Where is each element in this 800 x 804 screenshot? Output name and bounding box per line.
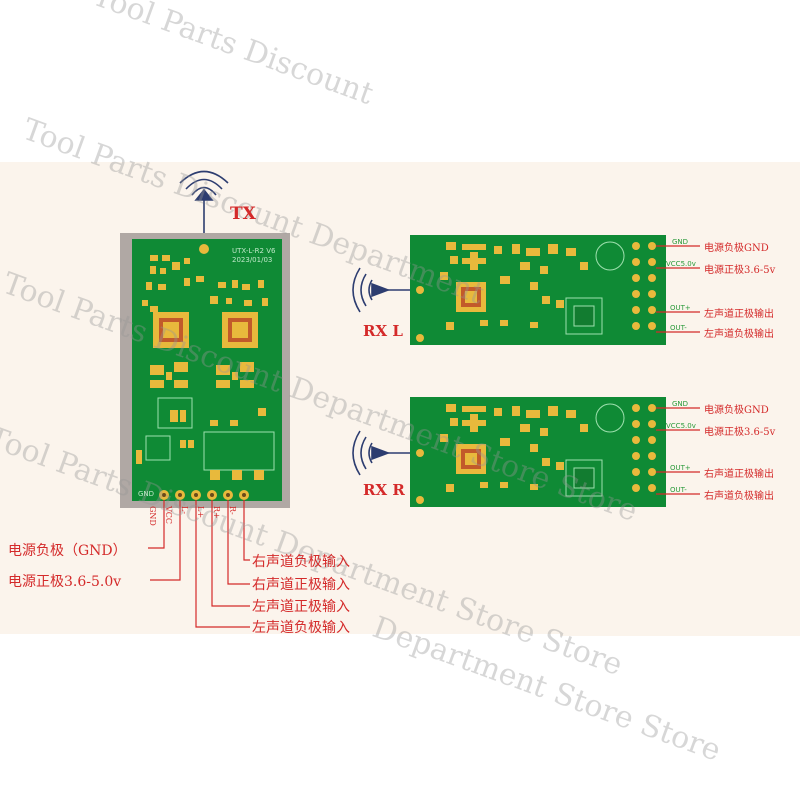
rx1-antenna-icon [352,267,414,313]
rx2-label: RX R [363,481,405,499]
tx-label: TX [230,204,256,224]
rx2-pin-desc-outp: 右声道正极输出 [704,469,774,480]
rx2-pin-desc-gnd: 电源负极GND [704,405,769,416]
tx-antenna-pad [199,244,209,254]
tx-leader-lines [148,500,250,628]
rx1-pads [416,242,588,342]
tx-lower-components [136,397,275,480]
tx-pin-name-r-minus: R- [228,506,237,515]
rx1-pin-desc-gnd: 电源负极GND [704,243,769,254]
tx-chip-right [222,312,258,348]
rx2-amp-chip [565,459,603,497]
rx2-capacitor [595,403,625,433]
rx2-pin-name-gnd: GND [672,400,689,408]
rx1-pin-name-vcc: VCC5.0v [666,260,696,268]
rx2-pin-desc-vcc: 电源正极3.6-5v [704,427,776,438]
rx1-pin-name-gnd: GND [672,238,689,246]
tx-board-date: 2023/01/03 [232,256,273,264]
rx-board-1 [352,235,700,345]
tx-pin-desc-vcc: 电源正极3.6-5.0v [8,574,122,590]
tx-pin-name-r-plus: R+ [212,506,221,519]
tx-crystal-pads [150,362,254,388]
tx-module [120,170,290,628]
rx1-pin-name-outp: OUT+ [670,304,691,312]
rx1-pin-name-outn: OUT- [670,324,687,332]
rx1-chip [456,282,486,312]
tx-header-pins [159,490,249,500]
tx-pin-name-gnd: GND [148,506,157,526]
tx-pin-name-l-plus: L+ [196,506,205,519]
rx1-leader-lines [656,245,700,333]
rx2-pin-desc-outn: 右声道负极输出 [704,491,774,502]
tx-chip-left [153,312,189,348]
tx-pin-desc-r-plus: 右声道正极输入 [252,577,350,593]
tx-pin-name-l-minus: L- [180,506,189,515]
rx-board-2 [352,397,700,507]
rx1-pin-desc-vcc: 电源正极3.6-5v [704,265,776,276]
rx2-pin-name-vcc: VCC5.0v [666,422,696,430]
rx1-label: RX L [363,322,403,340]
rx1-header [632,242,656,330]
tx-pin-desc-r-minus: 右声道负极输入 [252,554,350,570]
tx-pin-desc-gnd: 电源负极（GND） [8,543,127,559]
rx2-pin-name-outp: OUT+ [670,464,691,472]
tx-gnd-silk: GND [138,490,155,498]
rx1-amp-chip [565,297,603,335]
rx2-header [632,404,656,492]
rx2-chip [456,444,486,474]
rx2-pin-name-outn: OUT- [670,486,687,494]
tx-pin-desc-l-plus: 左声道正极输入 [252,599,350,615]
rx2-leader-lines [656,407,700,495]
tx-pin-desc-l-minus: 左声道负极输入 [252,620,350,636]
tx-pad-cluster [142,255,268,312]
rx1-capacitor [595,241,625,271]
rx2-antenna-icon [352,430,414,476]
rx2-pads [416,404,588,504]
rx1-pin-desc-outn: 左声道负极输出 [704,329,774,340]
background-band-right [560,600,800,636]
tx-board-text: UTX-L-R2 V6 [232,247,276,255]
tx-pin-name-vcc: VCC [164,506,173,525]
rx1-pin-desc-outp: 左声道正极输出 [704,309,774,320]
